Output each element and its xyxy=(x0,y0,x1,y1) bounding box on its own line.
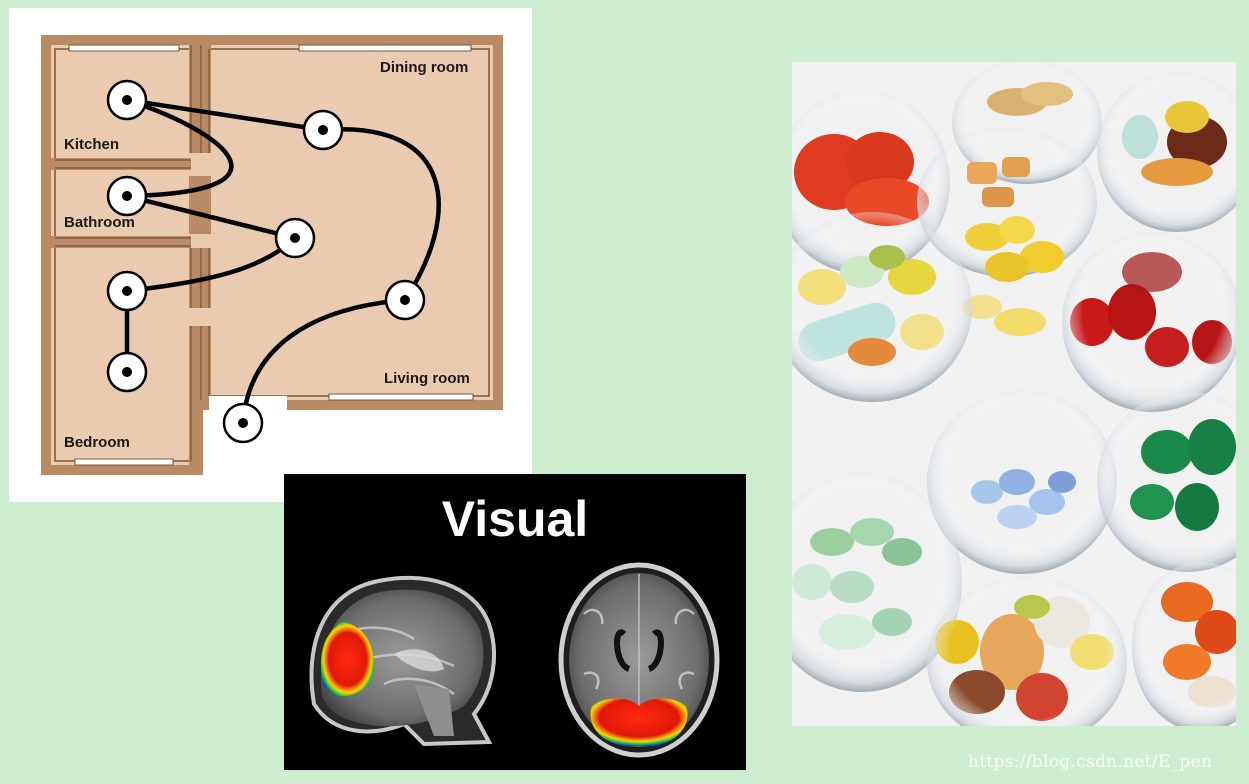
brain-title: Visual xyxy=(441,491,589,547)
watermark: https://blog.csdn.net/E_pen xyxy=(968,752,1213,772)
pill-jar-pastel xyxy=(792,212,972,402)
window xyxy=(68,44,180,52)
sensor-node xyxy=(106,79,148,121)
pill-jar-mixed xyxy=(1097,72,1236,232)
pill-jar-dark-red xyxy=(1062,232,1236,412)
pill-jar-orange xyxy=(1132,562,1236,726)
partition-wall xyxy=(189,248,203,308)
pill-jar-green xyxy=(1097,392,1236,572)
pill-jar-blue xyxy=(927,390,1117,574)
sensor-node xyxy=(106,351,148,393)
partition-wall xyxy=(51,158,191,170)
floorplan-panel: Dining room Kitchen Bathroom Living room… xyxy=(9,8,532,502)
pill-jar-assorted xyxy=(927,577,1127,726)
room-label-kitchen: Kitchen xyxy=(64,136,120,153)
pill-jar-mint xyxy=(792,472,962,692)
sensor-node xyxy=(302,109,344,151)
partition-wall xyxy=(189,326,203,466)
sagittal-brain xyxy=(309,575,496,747)
sensor-node xyxy=(274,217,316,259)
room-label-bathroom: Bathroom xyxy=(64,214,135,231)
window xyxy=(298,44,472,52)
floorplan-diagram xyxy=(41,35,503,475)
visual-cortex-activation xyxy=(320,622,375,697)
visual-cortex-activation xyxy=(590,698,688,746)
sensor-node xyxy=(106,175,148,217)
partition-wall xyxy=(189,176,203,234)
sensor-node xyxy=(384,279,426,321)
room-label-bedroom: Bedroom xyxy=(64,434,130,451)
window xyxy=(328,393,474,401)
room-label-living: Living room xyxy=(384,370,470,387)
brain-scan-panel: Visual xyxy=(284,474,746,770)
pills-photo xyxy=(792,62,1236,726)
pill-jar-yellow xyxy=(962,216,1064,336)
axial-brain xyxy=(558,562,720,758)
pill-jars-illustration xyxy=(792,62,1236,726)
sensor-node xyxy=(222,402,264,444)
pill-jar-orange-tablets xyxy=(917,127,1097,277)
partition-wall xyxy=(51,236,191,248)
sensor-nodes xyxy=(106,79,426,444)
brain-scans xyxy=(309,562,720,758)
window xyxy=(74,458,174,466)
room-label-dining: Dining room xyxy=(380,59,469,76)
sensor-node xyxy=(106,270,148,312)
